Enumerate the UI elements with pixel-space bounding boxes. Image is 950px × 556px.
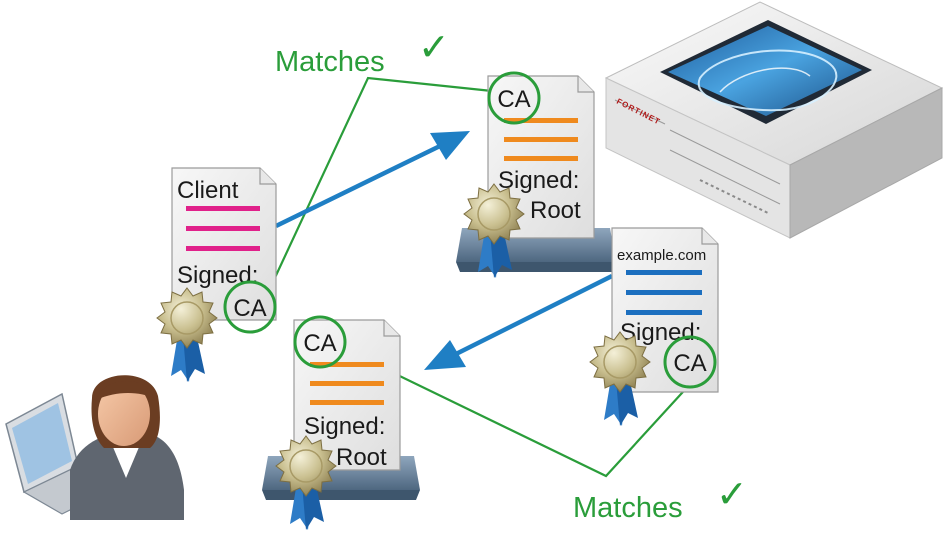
ca-bottom-line	[310, 362, 384, 367]
ca-certificate-bottom	[293, 319, 401, 471]
server-cert-line	[626, 310, 702, 315]
check-icon: ✓	[418, 25, 450, 69]
ca-bottom-signer: Root	[336, 444, 387, 471]
match-line-top	[271, 76, 493, 285]
ca-top-line	[504, 156, 578, 161]
match-lines	[271, 76, 693, 478]
ca-top-line	[504, 137, 578, 142]
ca-bottom-title: CA	[303, 330, 336, 357]
user-at-laptop-icon	[5, 375, 184, 520]
ca-top-signed-label: Signed:	[498, 167, 579, 194]
ca-top-title: CA	[497, 86, 530, 113]
server-cert-line	[626, 270, 702, 275]
ca-top-title-highlight	[487, 71, 541, 125]
ca-bottom-line	[310, 400, 384, 405]
client-cert-line	[186, 226, 260, 231]
server-cert-ca-highlight	[663, 335, 717, 389]
ca-top-signer: Root	[530, 197, 581, 224]
ca-bottom-line	[310, 381, 384, 386]
ca-top-line	[504, 118, 578, 123]
client-cert-signer: CA	[233, 295, 266, 322]
client-cert-line	[186, 206, 260, 211]
client-cert-title: Client	[177, 177, 239, 204]
match-line-bottom	[345, 349, 693, 478]
firewall-appliance-icon	[604, 1, 944, 239]
seal-ribbon-icon	[156, 287, 218, 383]
ca-bottom-signed-label: Signed:	[304, 413, 385, 440]
client-to-ca-arrow	[275, 131, 470, 229]
server-cert-title: example.com	[617, 247, 706, 264]
client-cert-line	[186, 246, 260, 251]
ca-bottom-title-highlight	[293, 315, 347, 369]
server-cert-signer: CA	[673, 350, 706, 377]
server-to-ca-arrow	[424, 273, 614, 370]
ca-certificate-top	[487, 75, 595, 239]
client-cert-signed-label: Signed:	[177, 262, 258, 289]
check-icon: ✓	[716, 472, 748, 516]
matches-top-label: Matches	[275, 46, 385, 78]
server-cert-line	[626, 290, 702, 295]
matches-bottom-label: Matches	[573, 492, 683, 524]
client-cert-ca-highlight	[223, 280, 277, 334]
